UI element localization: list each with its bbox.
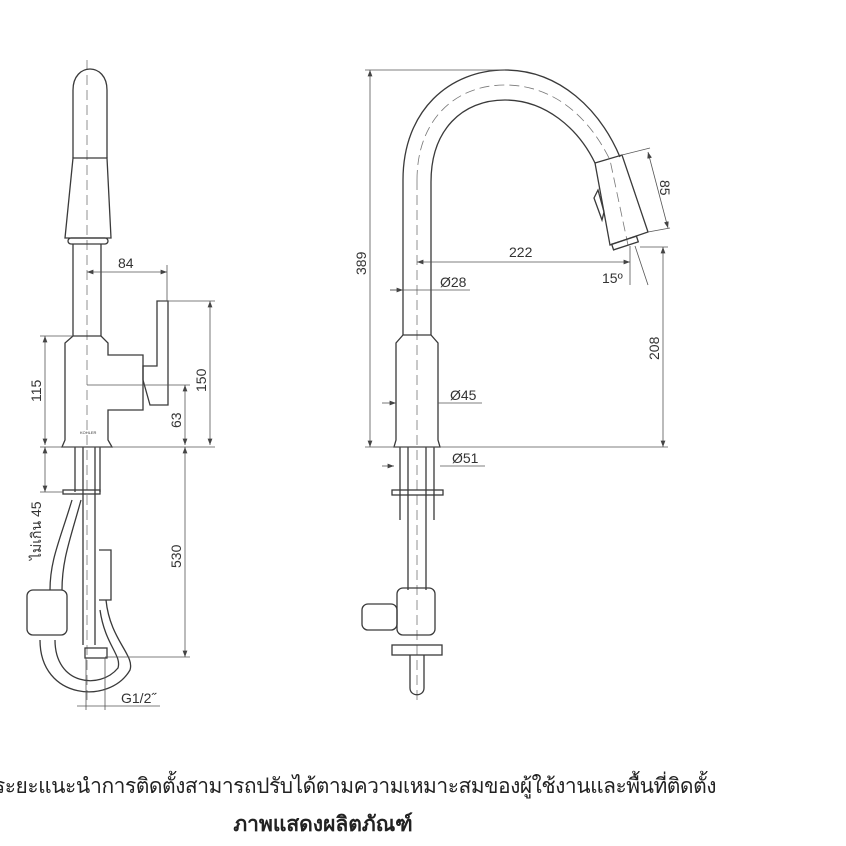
sprayhead [594, 154, 649, 246]
dim-sprayhead-length: 85 [657, 180, 673, 196]
side-view: KOHLER 84 150 63 115 ไม่เกิน 45 530 G1/2… [26, 60, 215, 710]
mounting-plate [391, 489, 444, 496]
supply-pipes [399, 447, 435, 590]
dim-handle-offset: 84 [118, 255, 134, 271]
dim-body-height: 115 [28, 379, 44, 402]
valve-handle [361, 603, 398, 631]
dim-body-diameter: Ø45 [450, 387, 477, 403]
handle-lever [142, 300, 169, 406]
dim-clearance: 208 [646, 336, 662, 360]
spout-inner [430, 99, 596, 335]
spray-button [593, 188, 605, 223]
dim-max-thickness: ไม่เกิน 45 [28, 501, 44, 561]
outlet-stub [409, 655, 425, 696]
dim-reach: 222 [509, 244, 533, 260]
spout-pipe [72, 244, 102, 336]
hose [49, 499, 82, 591]
connector-nut [84, 647, 108, 659]
supply-pipes [74, 447, 101, 645]
aerator [610, 235, 640, 251]
dim-total-height: 389 [353, 251, 369, 275]
control-box [26, 589, 68, 636]
spout-outer [402, 69, 621, 335]
hose-loop [39, 599, 132, 693]
dim-thread: G1/2˝ [121, 690, 157, 706]
connector-nut [391, 644, 443, 656]
faucet-body [61, 335, 144, 448]
aerator [67, 237, 109, 245]
valve-box [396, 587, 436, 636]
dim-handle-height: 150 [193, 368, 209, 392]
dim-base-diameter: Ø51 [452, 450, 479, 466]
caption: ภาพแสดงผลิตภัณฑ์ [233, 812, 413, 836]
installation-note: ระยะแนะนำการติดตั้งสามารถปรับได้ตามความเ… [0, 774, 716, 798]
dim-spout-diameter: Ø28 [440, 274, 467, 290]
valve [99, 549, 112, 601]
dim-handle-axis: 63 [168, 412, 184, 428]
dim-angle: 15º [602, 270, 623, 286]
front-view: 389 222 Ø28 15º 85 208 Ø45 Ø51 [353, 69, 673, 700]
brand-mark: KOHLER [80, 430, 97, 435]
sprayhead-cone [64, 157, 112, 239]
dim-under-length: 530 [168, 544, 184, 568]
sprayhead-top [72, 68, 108, 158]
